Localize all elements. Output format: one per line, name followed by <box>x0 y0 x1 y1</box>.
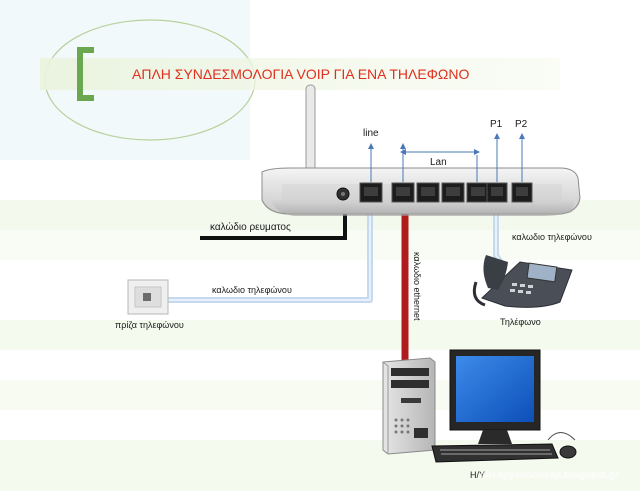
router-device <box>261 167 581 216</box>
title-band <box>40 58 560 90</box>
mouse-icon <box>547 432 577 459</box>
phone-cable-right-label: καλωδιο τηλεφώνου <box>512 232 592 242</box>
lan-ports <box>391 182 490 203</box>
phone-cable-left-label: καλωδιο τηλεφώνου <box>212 285 292 295</box>
telephone-label: Τηλέφωνο <box>500 317 541 327</box>
wall-socket-label: πρίζα τηλεφώνου <box>115 320 184 330</box>
power-cable-label: καλώδιο ρευματος <box>210 221 291 233</box>
port-label-p1: P1 <box>490 119 503 130</box>
phone-ports <box>486 182 533 203</box>
computer-label: Η/Υ <box>470 470 485 480</box>
telephone-icon <box>472 255 573 308</box>
title-bracket <box>77 47 94 101</box>
monitor-icon <box>449 349 541 444</box>
wall-socket-icon <box>127 279 169 315</box>
watermark: cheapyandcheap.blogspot.gr <box>480 470 619 481</box>
keyboard-icon <box>431 443 559 463</box>
port-label-line: line <box>363 128 379 139</box>
computer-tower-icon <box>382 357 436 455</box>
diagram-title: ΑΠΛΗ ΣΥΝΔΕΣΜΟΛΟΓΙΑ VOIP ΓΙΑ ΕΝΑ ΤΗΛΕΦΩΝΟ <box>132 66 469 82</box>
port-arrows <box>368 133 525 182</box>
title-area: ΑΠΛΗ ΣΥΝΔΕΣΜΟΛΟΓΙΑ VOIP ΓΙΑ ΕΝΑ ΤΗΛΕΦΩΝΟ <box>40 19 560 141</box>
ethernet-cable-label: καλωδιο ethernet <box>412 252 422 321</box>
port-label-lan: Lan <box>430 157 447 168</box>
port-label-p2: P2 <box>515 119 528 130</box>
